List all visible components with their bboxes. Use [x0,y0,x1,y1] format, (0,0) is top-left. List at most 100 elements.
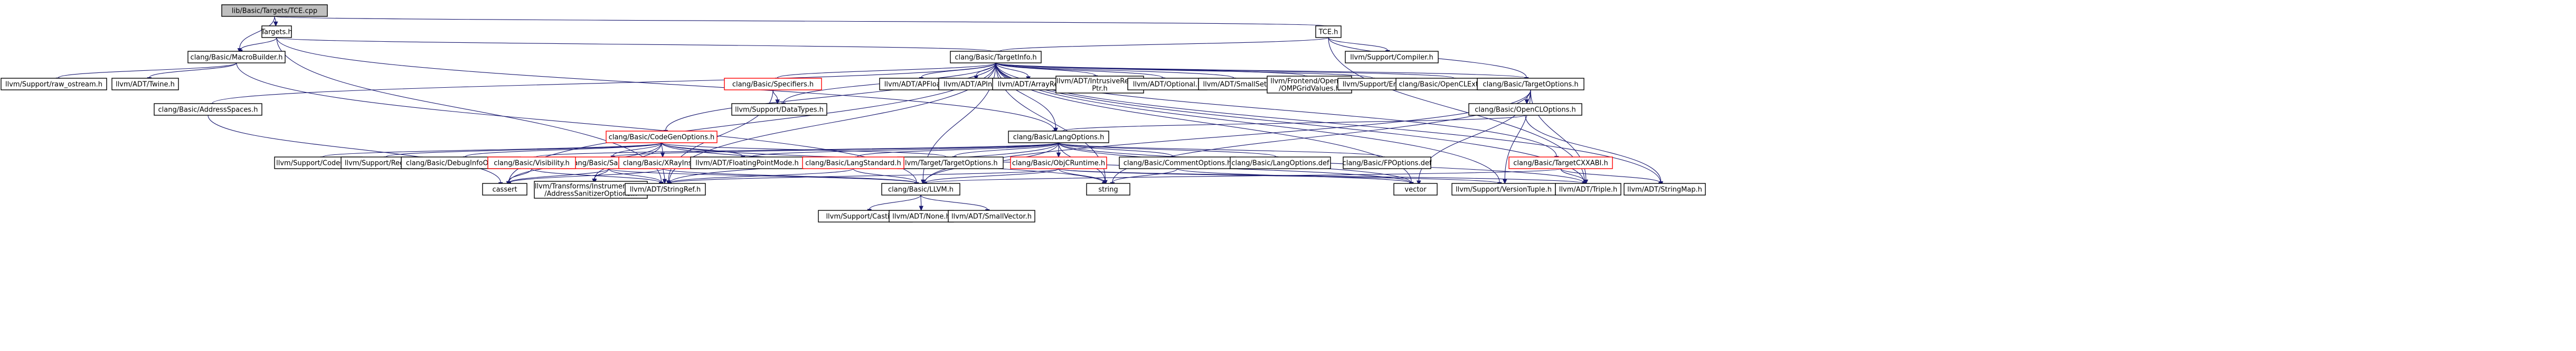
node-vector[interactable]: vector [1393,183,1438,196]
node-visibility[interactable]: clang/Basic/Visibility.h [487,156,576,169]
node-tce_h[interactable]: TCE.h [1315,25,1342,38]
node-none[interactable]: llvm/ADT/None.h [889,210,954,223]
node-label: cassert [492,186,517,194]
node-label: clang/Basic/XRayInstr.h [623,160,703,168]
node-targets_h[interactable]: Targets.h [260,25,292,38]
edge-specifiers-to-datatypes [772,89,780,105]
node-box [950,51,1042,63]
node-label: llvm/ADT/APInt.h [943,81,1001,89]
edge-addressspaces-to-cassert [207,115,503,188]
node-label: clang/Basic/LangStandard.h [805,160,901,168]
node-targetinfo[interactable]: clang/Basic/TargetInfo.h [950,51,1042,63]
node-cassert[interactable]: cassert [482,183,527,196]
node-apint[interactable]: llvm/ADT/APInt.h [938,78,1007,90]
edge-targetinfo-to-langoptions [995,62,1058,133]
edge-opencloptions-to-stringmap [1525,115,1664,187]
node-box [1230,156,1331,169]
node-raw_ostream[interactable]: llvm/Support/raw_ostream.h [1,78,107,90]
node-label: llvm/ADT/StringRef.h [630,186,701,194]
node-label: llvm/Support/Compiler.h [1350,54,1433,62]
node-string[interactable]: string [1086,183,1130,196]
node-label: llvm/ADT/Triple.h [1559,186,1617,194]
node-label: llvm/Support/CodeGen.h [276,160,361,168]
node-llvm_h[interactable]: clang/Basic/LLVM.h [881,183,960,196]
node-box [187,51,286,63]
node-label: clang/Basic/AddressSpaces.h [158,106,258,114]
node-twine[interactable]: llvm/ADT/Twine.h [111,78,179,90]
node-box [261,25,292,38]
node-label: llvm/ADT/Optional.h [1133,81,1202,89]
node-targetcxxabi[interactable]: clang/Basic/TargetCXXABI.h [1508,156,1613,169]
node-label: llvm/ADT/SmallVector.h [951,213,1032,221]
node-compiler[interactable]: llvm/Support/Compiler.h [1345,51,1439,63]
node-datatypes[interactable]: llvm/Support/DataTypes.h [731,103,827,116]
node-label: clang/Basic/Visibility.h [494,160,569,168]
node-box [1010,156,1107,169]
node-apfloat[interactable]: llvm/ADT/APFloat.h [879,78,955,90]
node-specifiers[interactable]: clang/Basic/Specifiers.h [724,78,822,90]
node-versiontuple[interactable]: llvm/Support/VersionTuple.h [1451,183,1556,196]
node-label: llvm/Support/DataTypes.h [735,106,824,114]
node-label: llvm/Support/Error.h [1343,81,1412,89]
node-addressspaces[interactable]: clang/Basic/AddressSpaces.h [154,103,262,116]
node-box [1086,183,1130,196]
node-label: clang/Basic/Specifiers.h [732,81,814,89]
node-stringref[interactable]: llvm/ADT/StringRef.h [625,183,706,196]
node-macrobuilder[interactable]: clang/Basic/MacroBuilder.h [187,51,286,63]
node-fpoptsdef[interactable]: clang/Basic/FPOptions.def [1343,156,1432,169]
node-targetoptions[interactable]: clang/Basic/TargetOptions.h [1477,78,1584,90]
node-box [1345,51,1439,63]
node-box [482,183,527,196]
node-label: clang/Basic/TargetCXXABI.h [1513,160,1608,168]
node-smallvector[interactable]: llvm/ADT/SmallVector.h [948,210,1035,223]
node-box [487,156,576,169]
node-targetoptsllvm[interactable]: llvm/Target/TargetOptions.h [897,156,1004,169]
node-label: llvm/ADT/None.h [892,213,950,221]
node-fpmode[interactable]: llvm/ADT/FloatingPointMode.h [690,156,804,169]
node-opencloptions[interactable]: clang/Basic/OpenCLOptions.h [1468,103,1582,116]
node-commentoptions[interactable]: clang/Basic/CommentOptions.h [1119,156,1236,169]
node-objcruntime[interactable]: clang/Basic/ObjCRuntime.h [1010,156,1107,169]
edge-targets_h-to-targetinfo [276,37,994,57]
node-triple[interactable]: llvm/ADT/Triple.h [1555,183,1621,196]
node-label: clang/Basic/TargetInfo.h [955,54,1036,62]
node-box [111,78,179,90]
node-arrayref[interactable]: llvm/ADT/ArrayRef.h [992,78,1072,90]
node-smallset[interactable]: llvm/ADT/SmallSet.h [1198,78,1278,90]
node-box [1008,131,1109,143]
node-supportcodegen[interactable]: llvm/Support/CodeGen.h [274,156,363,169]
node-box [731,103,827,116]
node-label: lib/Basic/Targets/TCE.cpp [232,7,317,15]
node-box [625,183,706,196]
node-langoptsdef[interactable]: clang/Basic/LangOptions.def [1230,156,1331,169]
node-label: llvm/Frontend/OpenMP [1270,78,1348,86]
node-langstandard[interactable]: clang/Basic/LangStandard.h [802,156,904,169]
node-stringmap[interactable]: llvm/ADT/StringMap.h [1624,183,1706,196]
node-box [1468,103,1582,116]
node-codegenoptions[interactable]: clang/Basic/CodeGenOptions.h [606,131,718,143]
node-label: llvm/ADT/FloatingPointMode.h [695,160,798,168]
edge-llvm_h-to-none [919,195,923,211]
node-label: llvm/Support/Casting.h [826,213,904,221]
node-label: llvm/ADT/IntrusiveRefCnt [1056,78,1143,86]
node-box [1477,78,1584,90]
node-box [802,156,904,169]
edge-tce_h-to-targetinfo [997,37,1329,56]
node-label: llvm/ADT/Twine.h [116,81,175,89]
node-label: /AddressSanitizerOptions.h [544,190,637,198]
node-label: /OMPGridValues.h [1279,85,1340,93]
node-optional[interactable]: llvm/ADT/Optional.h [1127,78,1207,90]
edge-targetinfo-to-addressspaces [210,62,996,108]
node-label: string [1098,186,1118,194]
node-label: llvm/Target/TargetOptions.h [903,160,997,168]
node-label: clang/Basic/FPOptions.def [1343,160,1432,168]
node-box [1343,156,1431,169]
node-box [881,183,960,196]
node-label: Targets.h [260,29,292,36]
node-box [1315,25,1342,38]
node-root[interactable]: lib/Basic/Targets/TCE.cpp [221,4,328,17]
node-langoptions[interactable]: clang/Basic/LangOptions.h [1008,131,1109,143]
node-label: llvm/ADT/APFloat.h [884,81,950,89]
